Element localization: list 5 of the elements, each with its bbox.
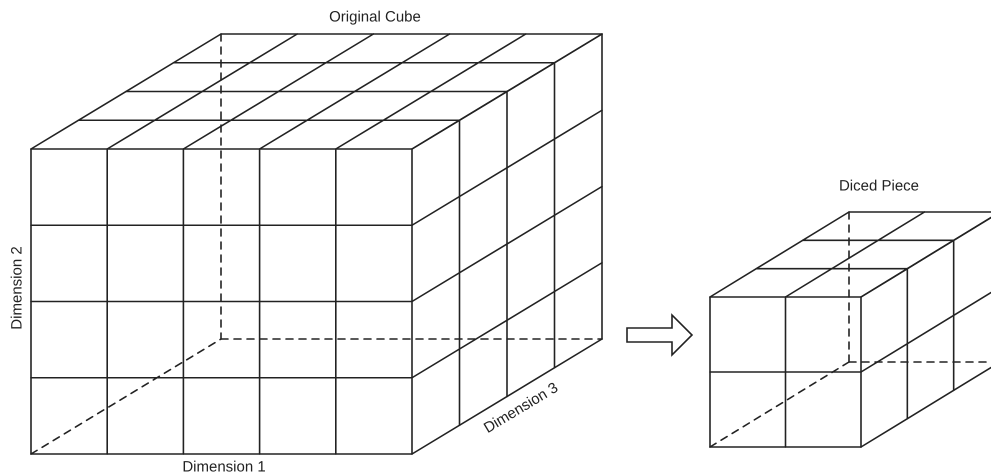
drawing-title: Diced Piece xyxy=(838,178,920,194)
axis-label: Dimension 2 xyxy=(10,246,24,330)
hollow-arrow xyxy=(626,313,694,357)
axis-label: Dimension 1 xyxy=(182,460,266,474)
drawing-title: Original Cube xyxy=(329,10,421,24)
